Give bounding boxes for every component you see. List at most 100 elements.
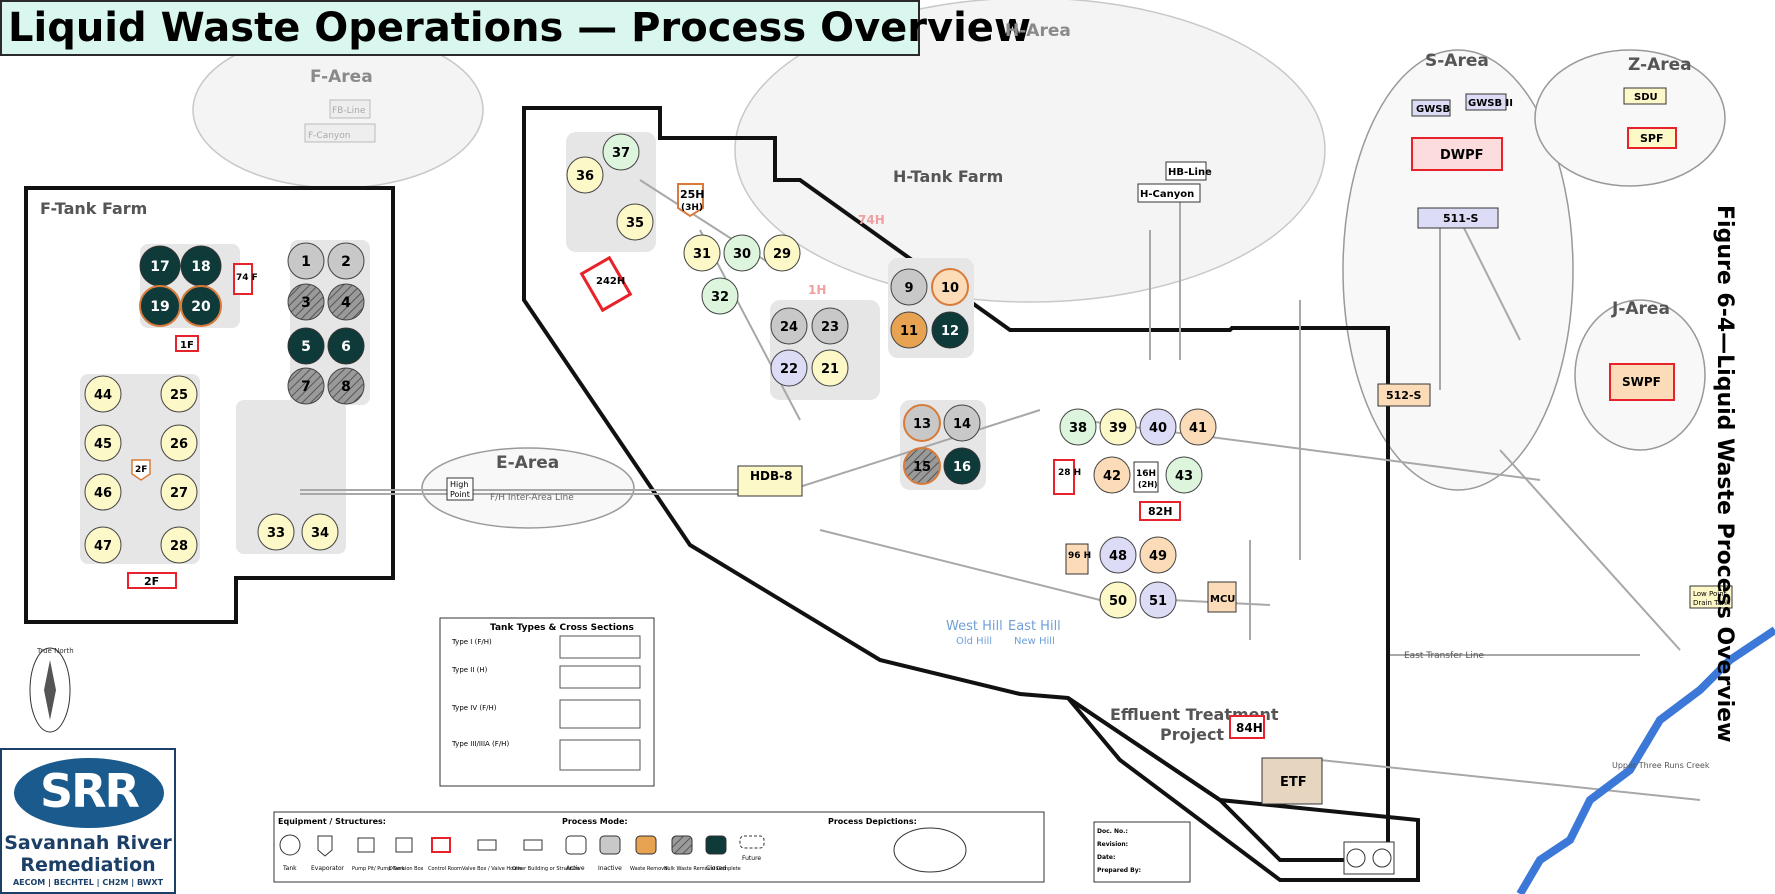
svg-text:242H: 242H <box>596 276 625 287</box>
h-tank-12: 12 <box>931 311 969 349</box>
f-tank-33: 33 <box>257 513 295 551</box>
f-tank-17: 17 <box>139 245 181 287</box>
h-tank-40: 40 <box>1139 408 1177 446</box>
svg-text:96 H: 96 H <box>1068 551 1091 561</box>
svg-text:25H: 25H <box>680 188 705 201</box>
control-room-2f: 2F <box>127 572 177 589</box>
west-hill-sub: Old Hill <box>956 636 992 647</box>
h-tank-11: 11 <box>890 311 928 349</box>
creek-line <box>1516 626 1775 894</box>
doc-date-label: Date: <box>1097 854 1115 861</box>
svg-text:40: 40 <box>1149 421 1167 436</box>
legend-eq-control: Control Room <box>428 866 462 872</box>
doc-revision-label: Revision: <box>1097 841 1128 848</box>
legend-mode-bulk: Bulk Waste Removal Complete <box>664 866 741 872</box>
tank-types-box: Tank Types & Cross Sections Type I (F/H)… <box>439 617 655 787</box>
legend-eq-pump: Pump Pit/ Pump Tank <box>352 866 404 872</box>
svg-text:16: 16 <box>953 460 971 475</box>
legend-eq-valve: Valve Box / Valve House <box>462 866 522 872</box>
svg-text:3: 3 <box>301 295 311 311</box>
z-area-ellipse <box>1534 49 1726 187</box>
svg-text:84H: 84H <box>1236 721 1263 735</box>
spf: SPF <box>1627 127 1677 149</box>
page-title: Liquid Waste Operations — Process Overvi… <box>8 5 1031 51</box>
h-tank-31: 31 <box>683 234 721 272</box>
f-tank-34: 34 <box>301 513 339 551</box>
h-tank-49: 49 <box>1139 536 1177 574</box>
tank-type-row-2: Type II (H) <box>451 666 488 674</box>
svg-text:31: 31 <box>693 247 711 262</box>
svg-text:13: 13 <box>913 417 931 432</box>
east-transfer-line-label: East Transfer Line <box>1404 651 1485 661</box>
s511: 511-S <box>1417 207 1499 229</box>
svg-text:26: 26 <box>170 437 188 452</box>
h-tank-21: 21 <box>811 349 849 387</box>
svg-text:2: 2 <box>341 254 351 270</box>
h-tank-16: 16 <box>943 447 981 485</box>
svg-text:33: 33 <box>267 526 285 541</box>
title-banner: Liquid Waste Operations — Process Overvi… <box>0 0 1031 56</box>
svg-text:41: 41 <box>1189 421 1207 436</box>
hb-line: HB-Line <box>1165 161 1212 181</box>
h-tank-15: 15 <box>903 447 941 485</box>
svg-text:27: 27 <box>170 486 188 501</box>
h-tank-farm-label: H-Tank Farm <box>893 167 1003 186</box>
h-tank-farm-boundary <box>522 106 1390 862</box>
svg-text:7: 7 <box>301 379 311 395</box>
f-tank-20: 20 <box>180 285 222 327</box>
etf: ETF <box>1261 757 1323 805</box>
svg-text:11: 11 <box>900 324 918 339</box>
evaporator-25h: 25H(3H) <box>677 183 705 218</box>
svg-text:82H: 82H <box>1148 505 1173 518</box>
h-tank-38: 38 <box>1059 408 1097 446</box>
svg-text:ETF: ETF <box>1280 775 1307 790</box>
f-tank-farm-label: F-Tank Farm <box>40 199 147 218</box>
j-area-label: J-Area <box>1611 299 1670 319</box>
svg-text:GWSB II: GWSB II <box>1468 98 1513 109</box>
svg-text:29: 29 <box>773 247 791 262</box>
west-hill-label: West Hill <box>946 619 1003 634</box>
s512: 512-S <box>1377 383 1431 407</box>
f-tank-47: 47 <box>84 526 122 564</box>
srr-logo-oval: SRR <box>14 758 164 828</box>
z-area-label: Z-Area <box>1628 55 1692 75</box>
svg-text:8: 8 <box>341 379 351 395</box>
h-canyon: H-Canyon <box>1137 183 1201 203</box>
h-tank-35: 35 <box>616 203 654 241</box>
f-tank-44: 44 <box>84 375 122 413</box>
legend-eq-other: Other Building or Structure <box>512 866 580 872</box>
fb-line-building <box>329 99 371 119</box>
tank-type-row-1: Type I (F/H) <box>451 638 492 646</box>
svg-text:14: 14 <box>953 417 971 432</box>
mcu: MCU <box>1207 581 1237 613</box>
f-tank-2: 2 <box>327 242 365 280</box>
s-area-ellipse <box>1342 49 1574 491</box>
f-canyon-label: F-Canyon <box>308 131 350 141</box>
legend-eq-tank: Tank <box>282 865 297 872</box>
svg-text:SWPF: SWPF <box>1622 375 1661 389</box>
evaporator-2f-etf: 2F <box>131 459 151 481</box>
svg-text:34: 34 <box>311 526 329 541</box>
f-area-label: F-Area <box>310 67 373 87</box>
h-tank-51: 51 <box>1139 581 1177 619</box>
f-tank-26: 26 <box>160 424 198 462</box>
doc-info-box: Doc. No.: Revision: Date: Prepared By: <box>1093 821 1191 883</box>
swpf: SWPF <box>1609 363 1675 401</box>
stream-label: Upper Three Runs Creek <box>1612 761 1710 770</box>
hdb-8: HDB-8 <box>737 465 803 497</box>
h-tank-32: 32 <box>701 277 739 315</box>
svg-text:44: 44 <box>94 388 112 403</box>
svg-text:28: 28 <box>170 539 188 554</box>
h-tank-43: 43 <box>1165 456 1203 494</box>
inter-area-line-label: F/H Inter-Area Line <box>490 493 574 503</box>
f-tank-28: 28 <box>160 526 198 564</box>
h-tank-9: 9 <box>890 268 928 306</box>
svg-text:35: 35 <box>626 216 644 231</box>
f-tank-6: 6 <box>327 327 365 365</box>
svg-text:1F: 1F <box>180 340 194 351</box>
legend-depiction-title: Process Depictions: <box>828 817 917 826</box>
legend-mode-title: Process Mode: <box>562 817 628 826</box>
svg-text:37: 37 <box>612 146 630 161</box>
